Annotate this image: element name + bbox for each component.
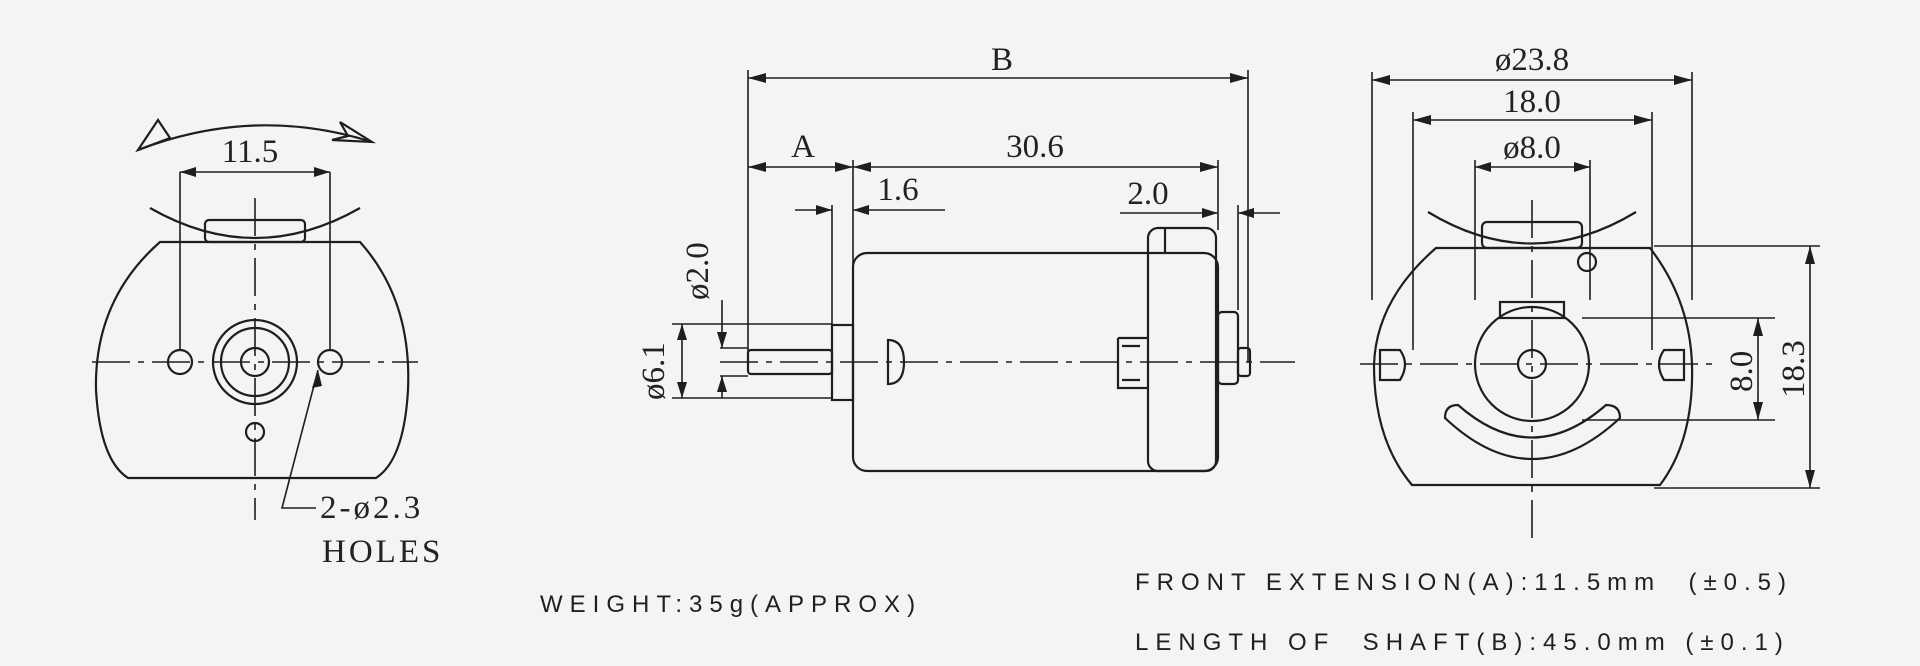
rotation-arrowhead-left bbox=[135, 118, 172, 153]
side-view: B A 30.6 1.6 2. bbox=[636, 42, 1295, 473]
arrowhead bbox=[1753, 402, 1763, 420]
end-cap bbox=[1146, 226, 1218, 473]
arrowhead bbox=[816, 205, 832, 215]
front-extension-note: FRONT EXTENSION(A):11.5mm (±0.5) bbox=[1135, 569, 1793, 596]
terminal bbox=[1116, 336, 1148, 390]
arrowhead bbox=[1202, 208, 1218, 218]
mounting-hole-left bbox=[166, 348, 194, 376]
dim-label-overall-dia: ø23.8 bbox=[1495, 42, 1569, 78]
mounting-hole-right bbox=[316, 348, 344, 376]
arrowhead bbox=[1574, 162, 1590, 172]
dim-label-1-6: 1.6 bbox=[877, 172, 918, 208]
arrowhead bbox=[1413, 115, 1431, 125]
arrowhead bbox=[1674, 75, 1692, 85]
arrowhead bbox=[835, 162, 853, 172]
arrowhead bbox=[1805, 470, 1815, 488]
boss-inner bbox=[219, 326, 291, 398]
dim-label-boss-dia: ø6.1 bbox=[636, 342, 672, 400]
arrowhead bbox=[1475, 162, 1491, 172]
holes-label-size: 2-ø2.3 bbox=[320, 490, 423, 526]
dim-label-shaft-dia: ø2.0 bbox=[680, 242, 716, 300]
rear-brush-arc bbox=[1427, 211, 1637, 245]
arrowhead bbox=[1753, 318, 1763, 336]
arrowhead bbox=[314, 167, 330, 177]
arrowhead bbox=[1634, 115, 1652, 125]
boss-outer bbox=[211, 318, 299, 406]
arrowhead bbox=[1200, 162, 1218, 172]
brush-arc bbox=[149, 207, 361, 240]
rear-small-hole bbox=[1576, 251, 1598, 273]
leader-line-holes bbox=[280, 369, 319, 509]
dim-label-2-0: 2.0 bbox=[1127, 176, 1168, 212]
arrowhead bbox=[748, 162, 766, 172]
rear-terminal-block bbox=[1498, 300, 1566, 320]
arrowhead bbox=[180, 167, 196, 177]
dim-label-height: 18.3 bbox=[1776, 340, 1812, 398]
rear-view: ø23.8 18.0 ø8.0 bbox=[1360, 42, 1820, 540]
arrowhead bbox=[677, 382, 687, 398]
rear-slot-left bbox=[1378, 348, 1407, 382]
rear-bearing-circle bbox=[1473, 305, 1591, 423]
arrowhead bbox=[748, 73, 766, 83]
arrowhead bbox=[717, 332, 727, 348]
arrowhead bbox=[677, 324, 687, 340]
arrowhead bbox=[853, 162, 871, 172]
front-body-outline bbox=[94, 240, 410, 480]
rear-shaft-circle bbox=[1516, 348, 1548, 380]
rotation-arrowhead-right bbox=[331, 121, 377, 144]
rear-body-outline bbox=[1372, 246, 1694, 487]
dim-label-hole-spacing: 11.5 bbox=[222, 134, 279, 170]
rear-slot-right bbox=[1657, 348, 1686, 382]
shaft-circle bbox=[239, 346, 271, 378]
dim-label-b: B bbox=[991, 42, 1013, 78]
dim-label-bearing-dia: ø8.0 bbox=[1503, 130, 1561, 166]
dim-label-body-length: 30.6 bbox=[1006, 129, 1064, 165]
dim-label-8-0: 8.0 bbox=[1724, 351, 1760, 392]
arrowhead bbox=[1230, 73, 1248, 83]
arrowhead bbox=[312, 370, 322, 388]
dim-label-a: A bbox=[791, 129, 815, 165]
rear-crescent-slot bbox=[1443, 403, 1622, 460]
notes: WEIGHT:35g(APPROX) FRONT EXTENSION(A):11… bbox=[540, 569, 1793, 656]
arrowhead bbox=[717, 376, 727, 392]
weight-note: WEIGHT:35g(APPROX) bbox=[540, 591, 922, 618]
dim-label-width: 18.0 bbox=[1503, 84, 1561, 120]
rear-bearing bbox=[1216, 310, 1240, 386]
small-hole bbox=[244, 421, 266, 443]
arrowhead bbox=[853, 205, 869, 215]
front-view: 11.5 2-ø2.3 HOLES bbox=[92, 118, 443, 570]
shaft-length-note: LENGTH OF SHAFT(B):45.0mm (±0.1) bbox=[1135, 629, 1790, 656]
holes-label-text: HOLES bbox=[322, 534, 443, 570]
arrowhead bbox=[1372, 75, 1390, 85]
arrowhead bbox=[1238, 208, 1254, 218]
arrowhead bbox=[1805, 246, 1815, 264]
